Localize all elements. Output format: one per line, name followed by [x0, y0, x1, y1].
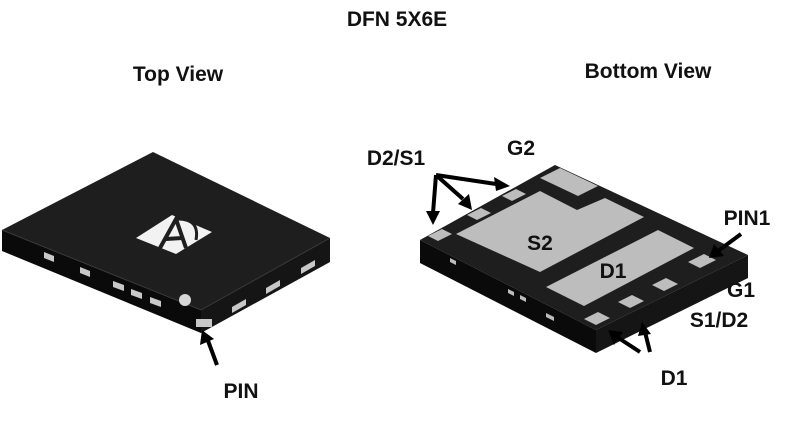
- s2-pad: [456, 191, 644, 272]
- bottom-pin: [467, 208, 491, 220]
- side-pin: [508, 289, 514, 296]
- pin1-label: PIN1: [724, 207, 771, 230]
- s2-pad-label: S2: [527, 232, 553, 255]
- top-pin: [301, 260, 315, 274]
- bottom-pin: [584, 312, 610, 325]
- pin1-dot-marker: [179, 294, 191, 306]
- top-pin: [266, 280, 280, 294]
- d1-pad-label: D1: [600, 260, 627, 283]
- top-pin: [131, 289, 142, 299]
- bottom-view-left-side: [420, 240, 596, 353]
- bottom-pin: [502, 189, 526, 201]
- top-pin: [80, 267, 90, 277]
- top-view-left-pins: [44, 252, 212, 327]
- g2-pad: [540, 168, 598, 196]
- bottom-side-pins: [450, 258, 554, 321]
- top-pin: [150, 297, 161, 307]
- pin-arrow-icon: [200, 330, 219, 366]
- d1-bottom-label: D1: [661, 367, 688, 390]
- s1d2-label: S1/D2: [690, 309, 748, 332]
- manufacturer-logo-icon: [136, 214, 212, 254]
- top-view-edge: [1, 229, 331, 311]
- d1-pad: [546, 230, 694, 306]
- bottom-pin: [618, 295, 644, 308]
- side-pin: [546, 313, 554, 321]
- top-pin: [232, 299, 246, 313]
- top-view-right-pins: [232, 260, 315, 313]
- bottom-view-heading: Bottom View: [585, 60, 712, 83]
- diagram-title: DFN 5X6E: [347, 8, 447, 31]
- s1d2-pins: [584, 254, 716, 325]
- top-view-package: PIN: [1, 152, 331, 403]
- top-pin-1: [196, 319, 212, 327]
- side-pin: [520, 295, 526, 302]
- pin-label: PIN: [223, 380, 258, 403]
- g1-label: G1: [727, 279, 755, 302]
- bottom-view-right-side: [596, 255, 748, 353]
- bottom-view-package: D2/S1 G2 S2 D1 PIN1 G1 S1/D2 D1: [367, 137, 771, 390]
- d1-arrows-icon: [608, 322, 652, 354]
- d2s1-label: D2/S1: [367, 147, 426, 170]
- pin1-arrow-icon: [709, 232, 743, 258]
- side-pin: [450, 258, 456, 265]
- d2s1-pins: [428, 189, 526, 241]
- top-pin: [113, 281, 124, 291]
- top-pin: [44, 252, 54, 262]
- top-view-heading: Top View: [133, 63, 224, 86]
- d2s1-arrows-icon: [426, 173, 510, 225]
- g2-label: G2: [507, 137, 535, 160]
- g1-pin: [688, 254, 716, 268]
- bottom-pin: [652, 278, 678, 291]
- bottom-pin: [428, 229, 452, 241]
